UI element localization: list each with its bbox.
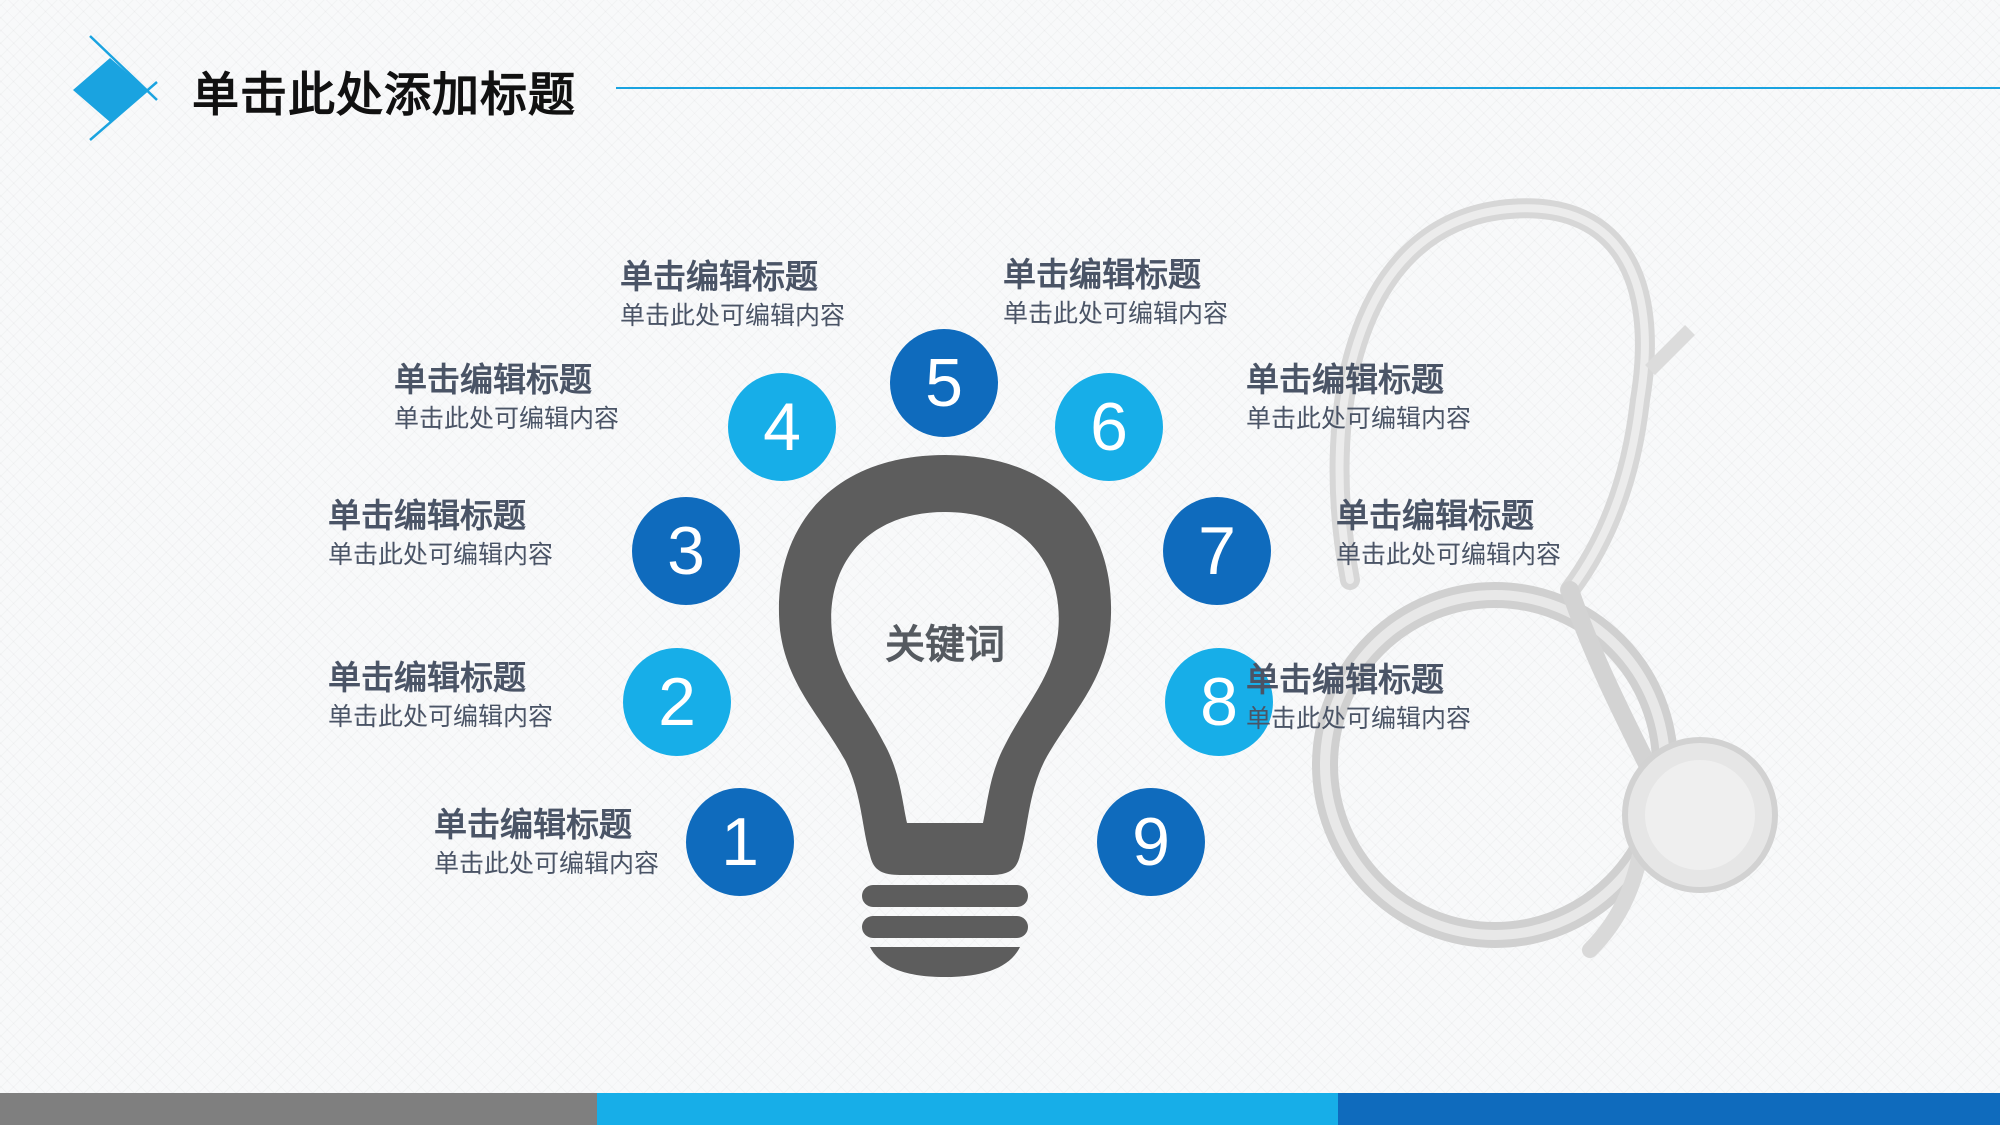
item-title[interactable]: 单击编辑标题 — [434, 805, 632, 844]
number-circle-6: 6 — [1055, 373, 1163, 481]
stethoscope-icon — [1312, 198, 1778, 958]
number-circle-7: 7 — [1163, 497, 1271, 605]
number-circle-2: 2 — [623, 648, 731, 756]
item-title[interactable]: 单击编辑标题 — [328, 658, 526, 697]
number-circle-3: 3 — [632, 497, 740, 605]
page-title[interactable]: 单击此处添加标题 — [192, 68, 576, 123]
item-desc[interactable]: 单击此处可编辑内容 — [1246, 404, 1472, 433]
item-2[interactable]: 单击编辑标题 单击此处可编辑内容 — [328, 656, 553, 734]
item-title[interactable]: 单击编辑标题 — [1246, 660, 1444, 699]
item-1[interactable]: 单击编辑标题 单击此处可编辑内容 — [434, 803, 659, 881]
number-circle-5: 5 — [890, 329, 998, 437]
footer-bar-gray — [0, 1093, 597, 1125]
item-title[interactable]: 单击编辑标题 — [394, 360, 592, 399]
item-desc[interactable]: 单击此处可编辑内容 — [328, 702, 554, 731]
number-circle-8: 8 — [1165, 648, 1273, 756]
diamond-logo-icon — [73, 35, 158, 141]
item-desc[interactable]: 单击此处可编辑内容 — [328, 540, 554, 569]
item-desc[interactable]: 单击此处可编辑内容 — [620, 301, 846, 330]
item-8[interactable]: 单击编辑标题 单击此处可编辑内容 — [1336, 494, 1561, 572]
item-title[interactable]: 单击编辑标题 — [620, 257, 818, 296]
lightbulb-icon — [778, 455, 1112, 977]
footer-bar-dark-blue — [1338, 1093, 2000, 1125]
item-desc[interactable]: 单击此处可编辑内容 — [434, 849, 660, 878]
item-title[interactable]: 单击编辑标题 — [328, 496, 526, 535]
item-5[interactable]: 单击编辑标题 单击此处可编辑内容 — [620, 255, 845, 333]
item-7[interactable]: 单击编辑标题 单击此处可编辑内容 — [1246, 358, 1471, 436]
item-title[interactable]: 单击编辑标题 — [1246, 360, 1444, 399]
item-desc[interactable]: 单击此处可编辑内容 — [1246, 704, 1472, 733]
center-keyword[interactable]: 关键词 — [885, 622, 1005, 668]
item-3[interactable]: 单击编辑标题 单击此处可编辑内容 — [328, 494, 553, 572]
item-9[interactable]: 单击编辑标题 单击此处可编辑内容 — [1246, 658, 1471, 736]
item-title[interactable]: 单击编辑标题 — [1003, 255, 1201, 294]
number-circle-4: 4 — [728, 373, 836, 481]
item-6[interactable]: 单击编辑标题 单击此处可编辑内容 — [1003, 253, 1228, 331]
item-title[interactable]: 单击编辑标题 — [1336, 496, 1534, 535]
title-divider — [616, 87, 2000, 89]
item-4[interactable]: 单击编辑标题 单击此处可编辑内容 — [394, 358, 619, 436]
item-desc[interactable]: 单击此处可编辑内容 — [394, 404, 620, 433]
item-desc[interactable]: 单击此处可编辑内容 — [1003, 299, 1229, 328]
number-circle-9: 9 — [1097, 788, 1205, 896]
footer-bar-light-blue — [597, 1093, 1338, 1125]
item-desc[interactable]: 单击此处可编辑内容 — [1336, 540, 1562, 569]
number-circle-1: 1 — [686, 788, 794, 896]
